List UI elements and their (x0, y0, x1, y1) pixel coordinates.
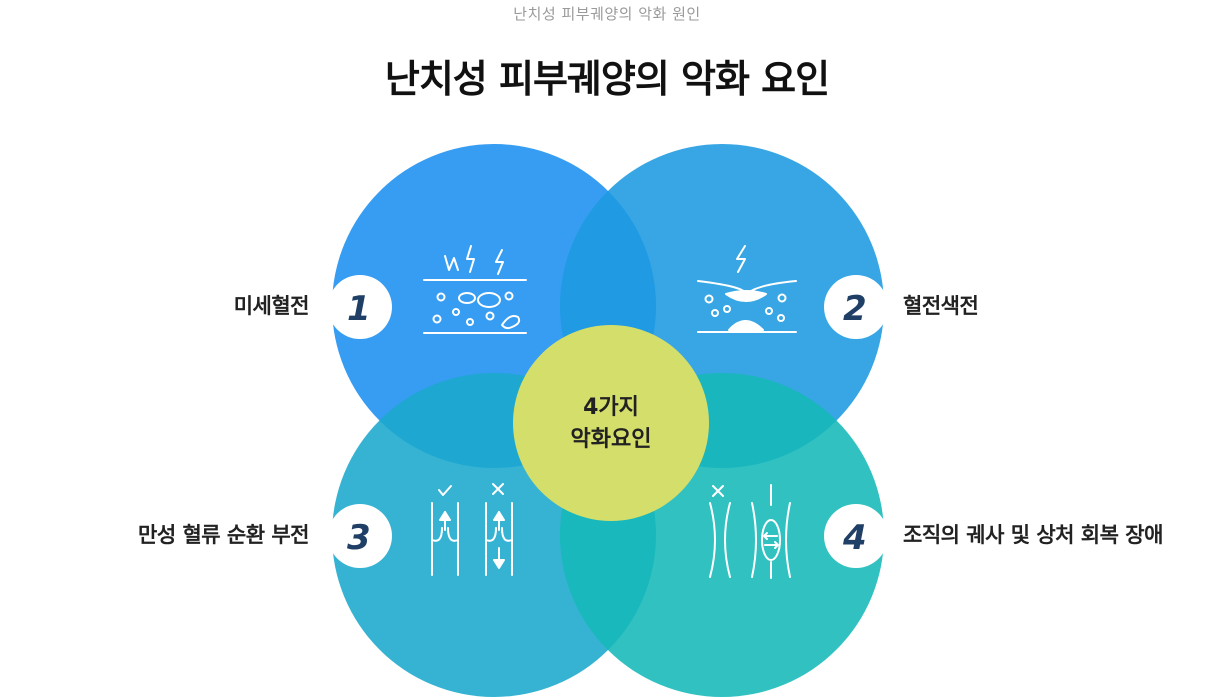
microthrombus-icon (423, 245, 527, 334)
number-badge-3: 3 (328, 504, 392, 568)
factor-label-1: 미세혈전 (233, 294, 310, 318)
factor-label-3: 만성 혈류 순환 부전 (138, 523, 310, 547)
factor-label-2: 혈전색전 (903, 294, 979, 318)
number-4: 4 (842, 518, 867, 558)
number-badge-4: 4 (824, 504, 888, 568)
embolism-icon (697, 245, 797, 333)
number-badge-1: 1 (328, 275, 392, 339)
number-3: 3 (347, 518, 371, 558)
center-line-1: 4가지 (583, 395, 639, 420)
page-title: 난치성 피부궤양의 악화 요인 (384, 57, 830, 101)
venous-reflux-icon (431, 483, 513, 576)
page-subtitle: 난치성 피부궤양의 악화 원인 (513, 5, 701, 23)
factor-label-4: 조직의 궤사 및 상처 회복 장애 (903, 523, 1163, 547)
number-1: 1 (347, 289, 371, 329)
center-circle (513, 325, 709, 521)
center-line-2: 악화요인 (570, 427, 652, 452)
number-badge-2: 2 (824, 275, 888, 339)
center-label: 4가지 악화요인 (513, 392, 709, 456)
number-2: 2 (843, 289, 867, 329)
tissue-necrosis-icon (709, 484, 791, 579)
